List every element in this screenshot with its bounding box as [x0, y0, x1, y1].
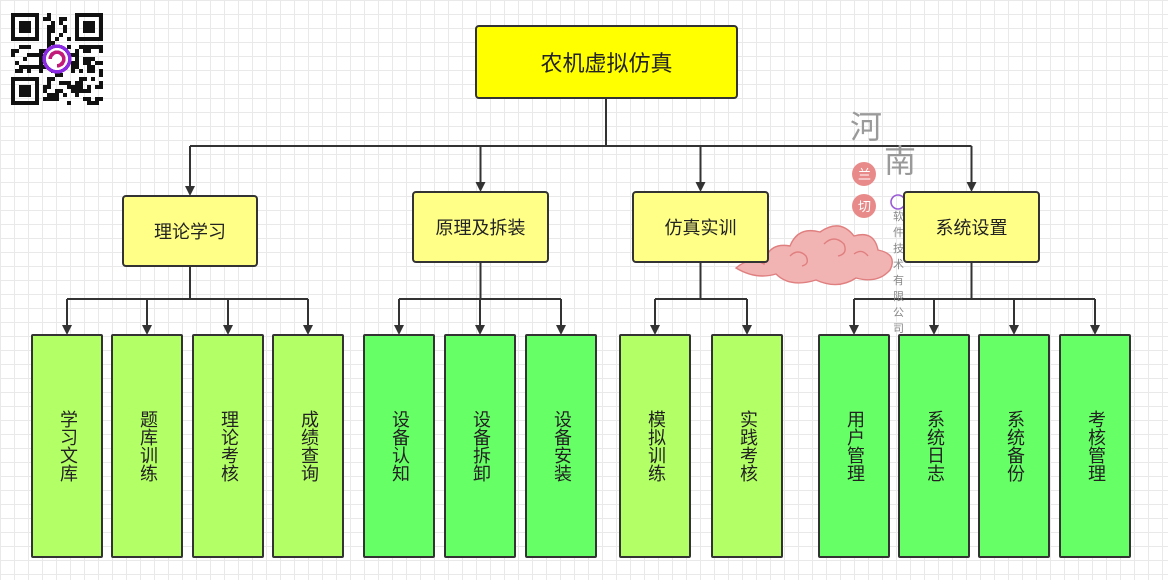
leaf-node-2-1[interactable]: 设备认知: [363, 334, 435, 558]
module-node-label: 仿真实训: [664, 218, 737, 239]
leaf-node-label: 考核管理: [1085, 410, 1106, 482]
leaf-node-label: 理论考核: [218, 410, 239, 482]
leaf-node-2-3[interactable]: 设备安装: [525, 334, 597, 558]
leaf-node-3-1[interactable]: 模拟训练: [619, 334, 691, 558]
leaf-node-label: 系统日志: [924, 410, 945, 482]
leaf-node-label: 学习文库: [57, 410, 78, 482]
watermark-company-char: 件: [893, 226, 904, 239]
leaf-node-label: 用户管理: [844, 410, 865, 482]
watermark-seal-char-1: 兰: [858, 168, 871, 183]
leaf-node-4-4[interactable]: 考核管理: [1059, 334, 1131, 558]
module-node-2[interactable]: 原理及拆装: [412, 191, 549, 263]
root-node[interactable]: 农机虚拟仿真: [475, 25, 738, 99]
leaf-node-label: 题库训练: [137, 410, 158, 482]
leaf-node-label: 设备安装: [551, 410, 572, 482]
leaf-node-label: 系统备份: [1004, 410, 1025, 482]
leaf-node-label: 设备拆卸: [470, 410, 491, 482]
watermark-char-1: 河: [850, 108, 882, 146]
leaf-node-4-3[interactable]: 系统备份: [978, 334, 1050, 558]
module-node-1[interactable]: 理论学习: [122, 195, 258, 267]
leaf-node-4-2[interactable]: 系统日志: [898, 334, 970, 558]
leaf-node-2-2[interactable]: 设备拆卸: [444, 334, 516, 558]
leaf-node-label: 设备认知: [389, 410, 410, 482]
seal-stamp-2: [852, 194, 876, 218]
leaf-node-label: 成绩查询: [298, 410, 319, 482]
watermark-seal-char-2: 切: [858, 200, 871, 215]
watermark-company-char: 软: [893, 209, 904, 223]
root-node-label: 农机虚拟仿真: [540, 52, 673, 77]
watermark-company-char: 司: [893, 322, 904, 335]
module-node-4[interactable]: 系统设置: [903, 191, 1040, 263]
leaf-node-3-2[interactable]: 实践考核: [711, 334, 783, 558]
module-node-label: 系统设置: [935, 218, 1008, 239]
leaf-node-label: 模拟训练: [645, 410, 666, 482]
leaf-node-label: 实践考核: [737, 410, 758, 482]
leaf-node-1-2[interactable]: 题库训练: [111, 334, 183, 558]
qr-code-icon: [11, 13, 103, 105]
watermark-company-char: 术: [893, 258, 904, 271]
watermark-char-2: 南: [884, 142, 916, 180]
module-node-3[interactable]: 仿真实训: [632, 191, 769, 263]
leaf-node-1-3[interactable]: 理论考核: [192, 334, 264, 558]
leaf-node-4-1[interactable]: 用户管理: [818, 334, 890, 558]
watermark-company-char: 有: [893, 273, 904, 287]
leaf-node-1-1[interactable]: 学习文库: [31, 334, 103, 558]
watermark-company-char: 公: [893, 306, 904, 319]
leaf-node-1-4[interactable]: 成绩查询: [272, 334, 344, 558]
seal-stamp-1: [852, 162, 876, 186]
watermark-company-char: 技: [893, 242, 904, 255]
watermark-company-char: 限: [893, 290, 904, 303]
module-node-label: 理论学习: [154, 222, 226, 243]
module-node-label: 原理及拆装: [435, 218, 526, 239]
